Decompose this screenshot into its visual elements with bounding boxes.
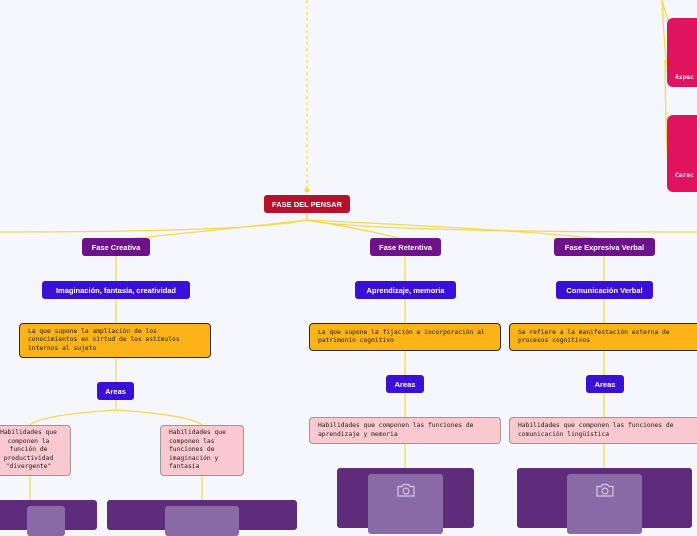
phase-retentiva[interactable]: Fase Retentiva xyxy=(370,238,441,256)
phase-expresiva-verbal[interactable]: Fase Expresiva Verbal xyxy=(554,238,655,256)
habilidad-productividad-divergente[interactable]: Habilidades que componen la función de p… xyxy=(0,425,71,476)
areas-creativa[interactable]: Areas xyxy=(97,382,134,400)
description-expresiva[interactable]: Se refiere a la manifestación externa de… xyxy=(509,323,697,351)
image-placeholder[interactable] xyxy=(0,500,97,536)
habilidad-aprendizaje-memoria[interactable]: Habilidades que componen las funciones d… xyxy=(309,417,501,444)
side-topic-label: Carac xyxy=(675,172,694,179)
subtopic-imaginacion[interactable]: Imaginación, fantasía, creatividad xyxy=(42,281,190,299)
image-frame xyxy=(165,506,239,536)
image-frame xyxy=(567,474,642,534)
image-placeholder[interactable] xyxy=(337,468,474,534)
side-topic-aspectos[interactable]: Aspec xyxy=(667,18,697,87)
areas-retentiva[interactable]: Areas xyxy=(386,375,424,393)
camera-icon xyxy=(595,483,614,497)
camera-icon xyxy=(396,483,415,497)
habilidad-imaginacion-fantasia[interactable]: Habilidades que componen las funciones d… xyxy=(160,425,244,476)
phase-creativa[interactable]: Fase Creativa xyxy=(82,238,150,256)
side-topic-label: Aspec xyxy=(675,74,694,81)
subtopic-aprendizaje[interactable]: Aprendizaje, memoria xyxy=(355,281,456,299)
habilidad-comunicacion-linguistica[interactable]: Habilidades que componen las funciones d… xyxy=(509,417,697,444)
description-retentiva[interactable]: La que supone la fijación e incorporació… xyxy=(309,323,501,351)
subtopic-comunicacion[interactable]: Comunicación Verbal xyxy=(556,281,653,299)
image-frame xyxy=(368,474,443,534)
description-creativa[interactable]: La que supone la ampliación de los conoc… xyxy=(19,323,211,358)
root-node[interactable]: FASE DEL PENSAR xyxy=(264,195,350,213)
side-topic-caracteristicas[interactable]: Carac xyxy=(667,115,697,192)
areas-expresiva[interactable]: Areas xyxy=(586,375,624,393)
image-placeholder[interactable] xyxy=(517,468,692,534)
image-frame xyxy=(27,506,65,536)
connector-lines xyxy=(0,0,697,500)
image-placeholder[interactable] xyxy=(107,500,297,536)
